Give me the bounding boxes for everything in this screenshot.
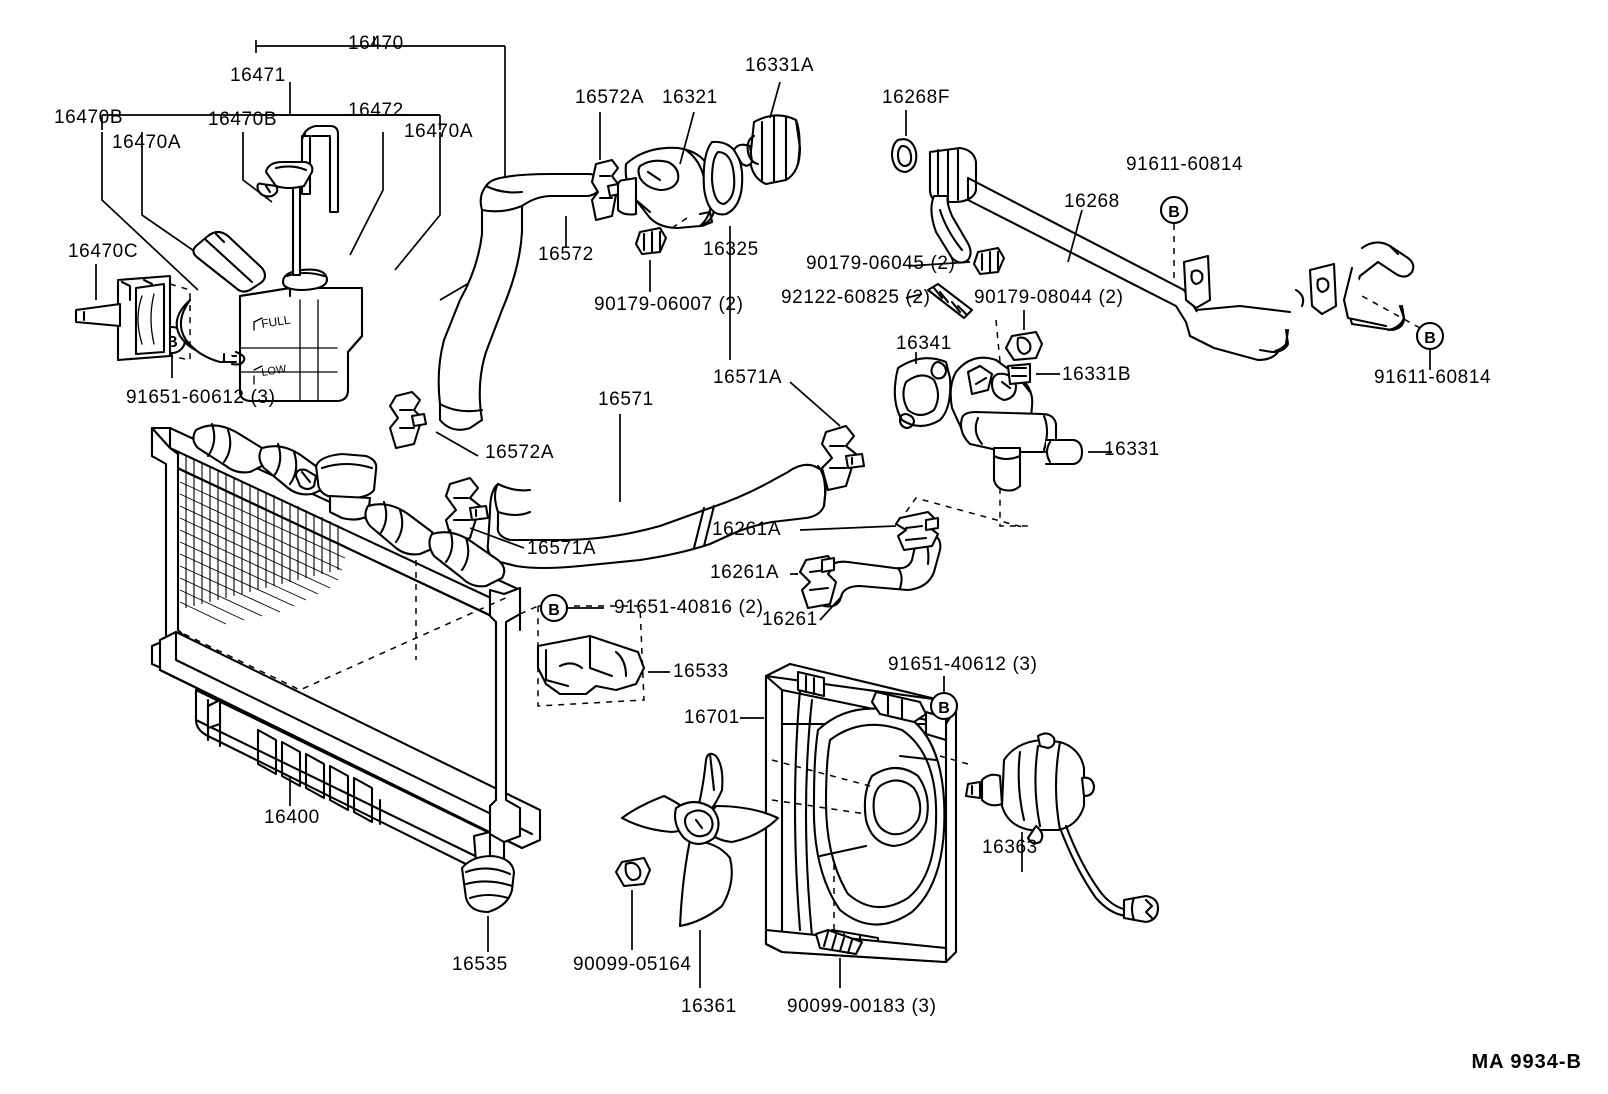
- label-16571a-bottom: 16571A: [527, 538, 597, 559]
- sheet-code: MA 9934-B: [1471, 1051, 1582, 1073]
- svg-text:FULL: FULL: [260, 312, 291, 330]
- svg-text:B: B: [166, 334, 178, 351]
- label-16572: 16572: [538, 244, 594, 265]
- svg-text:B: B: [548, 602, 560, 619]
- label-16261a-top: 16261A: [712, 519, 782, 540]
- label-16701: 16701: [684, 707, 740, 728]
- label-16325: 16325: [703, 239, 759, 260]
- label-16268f: 16268F: [882, 87, 951, 108]
- label-16533: 16533: [673, 661, 729, 682]
- label-91611-60814-bottom: 91611-60814: [1374, 367, 1492, 388]
- label-16363: 16363: [982, 837, 1038, 858]
- svg-text:B: B: [1168, 204, 1180, 221]
- label-90179-06045: 90179-06045 (2): [806, 253, 956, 274]
- label-16331a: 16331A: [745, 55, 815, 76]
- svg-text:B: B: [938, 700, 950, 717]
- label-90099-00183: 90099-00183 (3): [787, 996, 937, 1017]
- label-16261a-bottom: 16261A: [710, 562, 780, 583]
- label-91651-60612: 91651-60612 (3): [126, 387, 276, 408]
- label-16331: 16331: [1104, 439, 1160, 460]
- label-16470b-left: 16470B: [54, 107, 124, 128]
- label-16472: 16472: [348, 100, 404, 121]
- label-90179-06007: 90179-06007 (2): [594, 294, 744, 315]
- label-16470b-mid: 16470B: [208, 109, 278, 130]
- label-16341: 16341: [896, 333, 952, 354]
- label-91611-60814-top: 91611-60814: [1126, 154, 1244, 175]
- label-16571a-top: 16571A: [713, 367, 783, 388]
- label-16572a-top: 16572A: [575, 87, 645, 108]
- label-16571: 16571: [598, 389, 654, 410]
- label-16470c: 16470C: [68, 241, 139, 262]
- label-90179-08044: 90179-08044 (2): [974, 287, 1124, 308]
- label-16261: 16261: [762, 609, 818, 630]
- label-16331b: 16331B: [1062, 364, 1132, 385]
- label-16470: 16470: [348, 33, 404, 54]
- label-16470a-left: 16470A: [112, 132, 182, 153]
- label-16535: 16535: [452, 954, 508, 975]
- label-16268: 16268: [1064, 191, 1120, 212]
- svg-text:LOW: LOW: [261, 363, 288, 379]
- label-16321: 16321: [662, 87, 718, 108]
- label-91651-40816: 91651-40816 (2): [614, 597, 764, 618]
- label-91651-40612: 91651-40612 (3): [888, 654, 1038, 675]
- label-90099-05164: 90099-05164: [573, 954, 692, 975]
- label-16471: 16471: [230, 65, 286, 86]
- label-16361: 16361: [681, 996, 737, 1017]
- label-16470a-right: 16470A: [404, 121, 474, 142]
- label-16572a-lower: 16572A: [485, 442, 555, 463]
- svg-text:B: B: [1424, 330, 1436, 347]
- label-92122-60825: 92122-60825 (2): [781, 287, 931, 308]
- label-16400: 16400: [264, 807, 320, 828]
